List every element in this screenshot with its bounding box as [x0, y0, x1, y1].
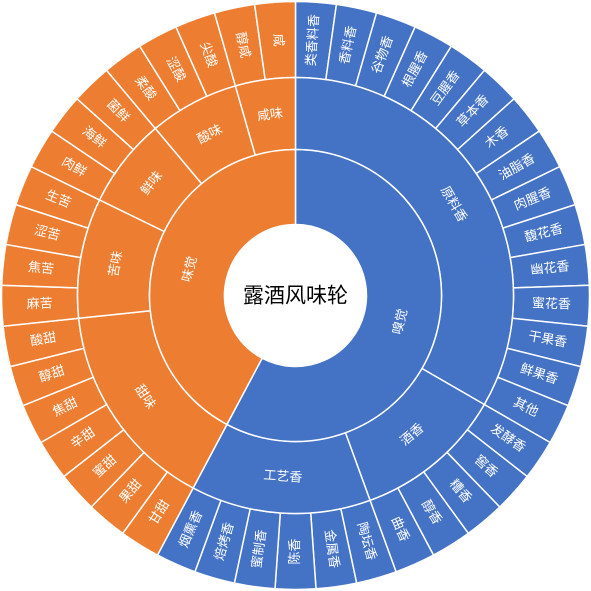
- label-金属香: 金属香: [321, 529, 342, 570]
- label-涩苦: 涩苦: [33, 222, 62, 244]
- segment-味觉: [148, 148, 297, 426]
- label-干果香: 干果香: [527, 329, 568, 351]
- label-味觉: 味觉: [180, 255, 201, 284]
- label-嗅觉: 嗅觉: [390, 307, 411, 336]
- label-焦苦: 焦苦: [27, 259, 55, 278]
- segment-嗅觉: [225, 148, 443, 443]
- label-幽花香: 幽花香: [530, 258, 570, 278]
- chart-title: 露酒风味轮: [243, 284, 348, 308]
- label-类香料香: 类香料香: [304, 14, 323, 67]
- label-蜜花香: 蜜花香: [532, 295, 572, 312]
- label-蜜制香: 蜜制香: [250, 529, 270, 570]
- label-酸甜: 酸甜: [29, 329, 57, 349]
- label-醇咸: 醇咸: [232, 31, 253, 60]
- label-工艺香: 工艺香: [263, 468, 303, 486]
- label-咸: 咸: [270, 33, 286, 47]
- label-苦味: 苦味: [106, 250, 126, 278]
- label-咸味: 咸味: [256, 106, 284, 124]
- label-陈香: 陈香: [287, 538, 303, 564]
- label-醇甜: 醇甜: [37, 363, 67, 386]
- label-麻苦: 麻苦: [26, 295, 53, 312]
